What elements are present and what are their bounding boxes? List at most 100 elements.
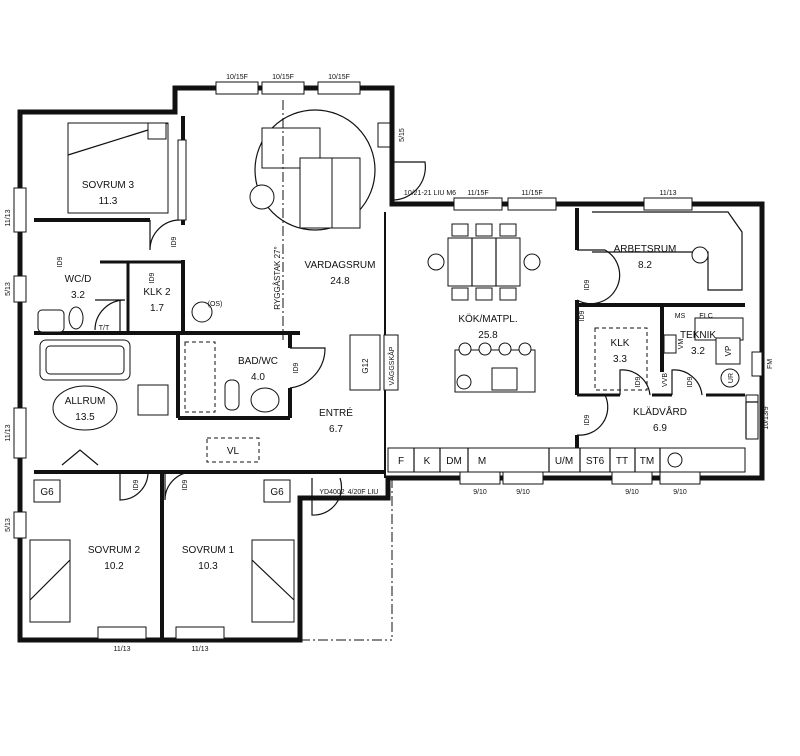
room-area-vardagsrum: 24.8 <box>330 276 350 287</box>
room-name-teknik: TEKNIK <box>680 330 716 341</box>
room-name-arbetsrum: ARBETSRUM <box>614 244 677 255</box>
fm-unit <box>751 351 763 377</box>
room-name-kok: KÖK/MATPL. <box>458 313 517 325</box>
window-label-w9: 11/13 <box>5 209 12 226</box>
stool-4 <box>518 342 532 356</box>
door-label-d1: ID9 <box>171 236 178 247</box>
vvb-label: VVB <box>662 373 669 387</box>
counter-label-k: K <box>424 456 431 467</box>
g12-label: G12 <box>361 358 370 374</box>
doors <box>94 161 758 516</box>
g12-cabinet <box>349 334 381 391</box>
window-label-w3: 10/15F <box>328 74 350 81</box>
window-label-w20: 11/13 <box>114 646 131 653</box>
ms-label: MS <box>675 313 686 320</box>
g6-cabinet-a <box>33 479 61 503</box>
chair-arbetsrum <box>691 246 709 264</box>
elc-label: ELC <box>699 313 713 320</box>
window-label-w4: 5/15 <box>399 128 406 142</box>
room-area-bad: 4.0 <box>251 372 265 383</box>
chair-vardagsrum <box>249 184 275 210</box>
g6-label-b: G6 <box>270 487 284 498</box>
window-label-w11: 11/13 <box>5 424 12 441</box>
ur-label: UR <box>728 373 735 383</box>
window-w3 <box>317 81 361 95</box>
room-name-bad: BAD/WC <box>238 356 278 367</box>
window-label-w21: 11/13 <box>192 646 209 653</box>
tv-allrum <box>61 449 99 466</box>
vaggskap-label: VÄGGSKÅP <box>387 346 396 385</box>
desk-arbetsrum <box>592 211 743 291</box>
counter-round-fixture <box>667 452 683 468</box>
door-kladvard-ext <box>745 401 758 438</box>
room-area-arbetsrum: 8.2 <box>638 260 652 271</box>
chair-dining-top-3 <box>499 223 517 237</box>
chair-dining-top-2 <box>475 223 493 237</box>
vl-label: VL <box>227 446 240 457</box>
window-labels: 10/15F 10/15F 10/15F 5/15 10/21-21 LIU M… <box>5 74 770 653</box>
g6-label-a: G6 <box>40 487 54 498</box>
room-area-sovrum3: 11.3 <box>99 196 118 207</box>
vp-label: VP <box>724 346 733 357</box>
fixture-labels: RYGGÅSTAK 27° G12 VÄGGSKÅP VL G6 G6 (OS)… <box>40 246 774 498</box>
window-w4 <box>377 122 391 148</box>
counter-label-dm: DM <box>446 456 462 467</box>
stool-2 <box>478 342 492 356</box>
door-vardagsrum-ext <box>391 161 426 201</box>
island-sink <box>456 374 472 390</box>
table-allrum <box>52 385 118 431</box>
door-label-d9: ID9 <box>133 479 140 490</box>
window-label-w16: 9/10 <box>673 489 687 496</box>
door-label-d7: ID9 <box>635 376 642 387</box>
stool-1 <box>458 342 472 356</box>
door-arbetsrum <box>576 249 621 305</box>
window-w2 <box>261 81 305 95</box>
vaggskap-cabinet <box>383 334 399 391</box>
door-label-d11: ID9 <box>579 310 586 321</box>
room-name-vardagsrum: VARDAGSRUM <box>305 260 376 271</box>
door-labels: ID9 ID9 ID9 ID9 ID9 ID9 ID9 ID9 ID9 ID9 … <box>57 236 694 490</box>
chair-dining-bottom-3 <box>499 287 517 301</box>
g6-cabinet-b <box>263 479 291 503</box>
chair-dining-right <box>523 253 541 271</box>
pillow-sovrum3 <box>147 122 167 140</box>
door-sovrum2 <box>119 471 149 501</box>
bed-sovrum1 <box>251 539 295 623</box>
door-wc <box>94 299 126 331</box>
room-name-wc: WC/D <box>65 274 92 285</box>
furniture <box>29 100 763 641</box>
window-w13 <box>459 471 501 485</box>
door-label-d2: ID9 <box>57 256 64 267</box>
klk-shelves <box>594 327 648 391</box>
sink-wc <box>37 309 65 333</box>
counter-label-um: U/M <box>555 456 573 467</box>
door-kladvard <box>576 394 609 436</box>
window-w20 <box>97 626 147 640</box>
room-area-kladvard: 6.9 <box>653 423 667 434</box>
window-w11 <box>13 407 27 459</box>
wardrobe-sovrum3 <box>177 139 187 221</box>
window-w6 <box>453 197 503 211</box>
vl-rect <box>206 437 260 463</box>
counter-label-m: M <box>478 456 486 467</box>
window-label-w7: 11/15F <box>521 190 542 197</box>
counter-label-tm: TM <box>640 456 654 467</box>
windows <box>13 81 759 640</box>
room-name-kladvard: KLÄDVÅRD <box>633 405 687 418</box>
room-name-klk2: KLK 2 <box>143 287 171 298</box>
door-label-d4: ID9 <box>293 362 300 373</box>
door-label-d8: ID9 <box>687 376 694 387</box>
island-stove <box>491 367 518 391</box>
door-sovrum3 <box>149 219 181 251</box>
room-name-sovrum2: SOVRUM 2 <box>88 545 141 556</box>
window-w14 <box>502 471 544 485</box>
room-name-entre: ENTRÉ <box>319 406 353 419</box>
door-klk <box>619 369 651 396</box>
vm-unit <box>663 334 677 354</box>
door-label-d6: ID9 <box>584 414 591 425</box>
room-area-klk: 3.3 <box>613 354 627 365</box>
chair-dining-top-1 <box>451 223 469 237</box>
window-label-w14: 9/10 <box>516 489 530 496</box>
shower-bad <box>184 341 216 413</box>
